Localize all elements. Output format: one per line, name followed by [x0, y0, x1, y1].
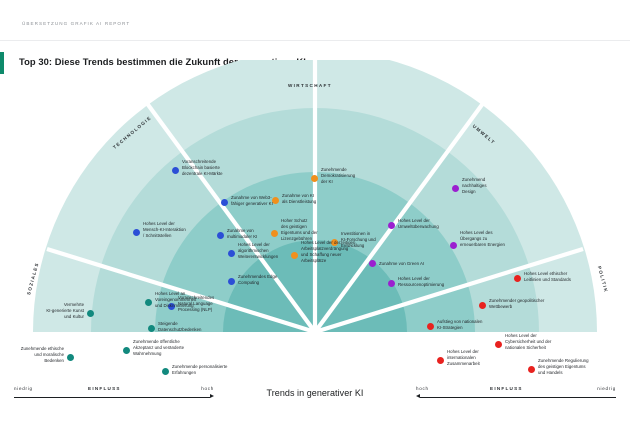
- trend-dot[interactable]: [452, 185, 459, 192]
- trend-label: Zunahme von Web3- fähiger generativer KI: [231, 195, 273, 207]
- trend-label: Hohes Level der Ressourcenoptimierung: [398, 276, 445, 288]
- trend-dot[interactable]: [228, 250, 235, 257]
- trend-label: Zunahme von multimodaler KI: [227, 228, 258, 240]
- trend-dot[interactable]: [123, 347, 130, 354]
- trend-label: Aufstieg von nationalen KI-Strategien: [437, 319, 483, 331]
- trend-label: Zunehmende ethische und moralische Beden…: [20, 346, 64, 364]
- sector-dividers: [46, 60, 584, 332]
- trend-label: Hohes Level der internationalen Zusammen…: [447, 349, 480, 367]
- trend-label: Hohes Level der derzeitigen Arbeitsplatz…: [301, 240, 356, 264]
- trend-label: Zunehmende Demokratisierung der KI: [321, 167, 356, 185]
- title-block: Top 30: Diese Trends bestimmen die Zukun…: [0, 52, 630, 74]
- trend-dot[interactable]: [495, 341, 502, 348]
- trend-label: Zunehmend nachhaltiges Design: [462, 177, 487, 195]
- trend-label: Hohes Level ethischer Leitlinien und Sta…: [524, 271, 571, 283]
- trend-label: Zunehmende Regulierung des geistigen Eig…: [538, 358, 589, 376]
- trend-dot[interactable]: [311, 175, 318, 182]
- title-accent-bar: [0, 52, 4, 74]
- axis-right-label: EINFLUSS: [490, 386, 523, 391]
- trend-label: Zunehmende öffentliche Akzeptanz und ver…: [133, 339, 184, 357]
- trend-dot[interactable]: [162, 368, 169, 375]
- trend-dot[interactable]: [145, 299, 152, 306]
- axis-right-low: niedrig: [597, 386, 616, 391]
- chart-title: Trends in generativer KI: [266, 388, 364, 398]
- trend-label: Hohes Level der Mensch-KI-Interaktion / …: [143, 221, 186, 239]
- axis-right: hoch EINFLUSS niedrig: [416, 386, 616, 410]
- trend-dot[interactable]: [271, 230, 278, 237]
- trend-dot[interactable]: [514, 275, 521, 282]
- trend-label: Hohes Level der Umweltüberwachung: [398, 218, 439, 230]
- trend-label: Zunahme von Green AI: [379, 261, 425, 266]
- sector-label-wirtschaft: WIRTSCHAFT: [288, 83, 332, 88]
- trend-label: Vermehrte KI-generierte Kunst und Kultur: [46, 302, 84, 320]
- fan-rings: [33, 60, 597, 332]
- trend-label: Zunehmendes Edge Computing: [238, 274, 278, 286]
- trend-dot[interactable]: [291, 252, 298, 259]
- radial-fan-chart: [33, 60, 597, 332]
- trend-label: Hohes Level der algorithmischen Weiteren…: [238, 242, 279, 260]
- axis-left-high: hoch: [201, 386, 214, 391]
- page-title: Top 30: Diese Trends bestimmen die Zukun…: [19, 55, 306, 67]
- trend-dot[interactable]: [172, 167, 179, 174]
- trend-label: Steigende Datenschutzbedenken: [158, 321, 202, 333]
- trend-dot[interactable]: [479, 302, 486, 309]
- trend-dot[interactable]: [272, 197, 279, 204]
- trend-dot[interactable]: [450, 242, 457, 249]
- trend-dot[interactable]: [437, 357, 444, 364]
- axis-right-high: hoch: [416, 386, 429, 391]
- trend-label: Hohes Level des Übergangs zu erneuerbare…: [460, 230, 505, 248]
- trend-dot[interactable]: [369, 260, 376, 267]
- trend-dot[interactable]: [168, 303, 175, 310]
- trend-dot[interactable]: [388, 280, 395, 287]
- trend-label: Voranschreitende Blockchain basierte dez…: [182, 159, 223, 177]
- trend-dot[interactable]: [228, 278, 235, 285]
- trend-label: Zunehmende personalisierte Erfahrungen: [172, 364, 228, 376]
- trend-label: Hoher Schutz des geistigen Eigentums und…: [281, 218, 318, 242]
- trend-label: Investitionen in KI-Forschung und Entwic…: [341, 231, 376, 249]
- trend-label: Hohes Level der Cybersicherheit und der …: [505, 333, 552, 351]
- axis-left: niedrig EINFLUSS hoch: [14, 386, 214, 410]
- trend-dot[interactable]: [528, 366, 535, 373]
- trend-label: Voranschreitendes Natural Language Proce…: [178, 295, 215, 313]
- trend-label: Hohes Level an Voreingenommenheit und Di…: [155, 291, 197, 309]
- trend-dot[interactable]: [217, 232, 224, 239]
- trend-label: Zunehmender geopolitischer Wettbewerb: [489, 298, 545, 310]
- trend-dot[interactable]: [148, 325, 155, 332]
- axis-left-label: EINFLUSS: [88, 386, 121, 391]
- trend-dot[interactable]: [133, 229, 140, 236]
- trend-dot[interactable]: [388, 222, 395, 229]
- kicker-label: ÜBERSETZUNG GRAFIK AI REPORT: [22, 21, 131, 26]
- trend-dot[interactable]: [221, 199, 228, 206]
- trend-label: Zunahme von KI als Dienstleistung: [282, 193, 317, 205]
- trend-dot[interactable]: [427, 323, 434, 330]
- trend-dot[interactable]: [331, 239, 338, 246]
- header-divider: [0, 40, 630, 41]
- trend-dot[interactable]: [87, 310, 94, 317]
- axis-left-low: niedrig: [14, 386, 33, 391]
- trend-dot[interactable]: [67, 354, 74, 361]
